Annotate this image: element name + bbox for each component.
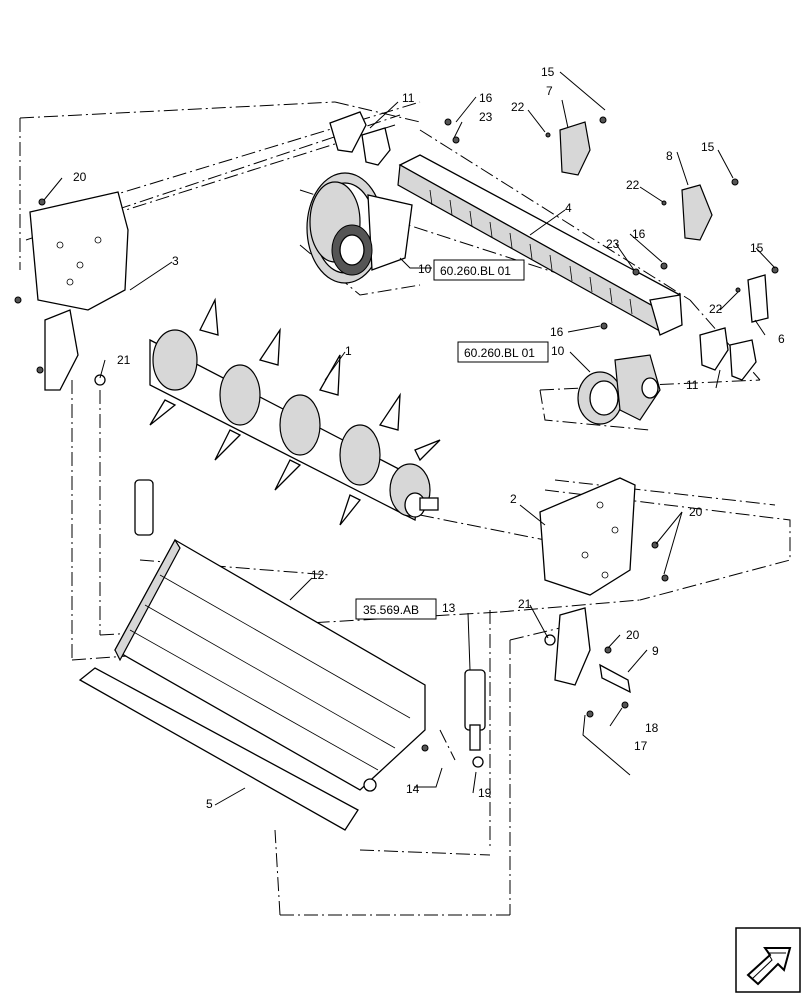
callout-20-lower: 20 xyxy=(626,628,640,642)
callout-5: 5 xyxy=(206,797,213,811)
part-3-side-plate xyxy=(29,191,129,391)
callout-23-top: 23 xyxy=(479,110,493,124)
callout-18: 18 xyxy=(645,721,659,735)
callout-12: 12 xyxy=(311,568,325,582)
callout-17: 17 xyxy=(634,739,648,753)
reference-box-upper[interactable]: 60.260.BL 01 xyxy=(433,259,525,281)
callout-10-lower: 10 xyxy=(551,344,565,358)
callout-2: 2 xyxy=(510,492,517,506)
callout-15-mid: 15 xyxy=(701,140,715,154)
callout-21-left: 21 xyxy=(117,353,131,367)
callout-22-right: 22 xyxy=(709,302,723,316)
callout-22-top: 22 xyxy=(511,100,525,114)
callout-3: 3 xyxy=(172,254,179,268)
reference-box-ab[interactable]: 35.569.AB xyxy=(355,598,437,620)
part-10-drive-lower xyxy=(577,354,661,425)
callout-16-top: 16 xyxy=(479,91,493,105)
part-9-pin xyxy=(599,663,631,694)
left-cylinder xyxy=(134,479,154,536)
callout-6: 6 xyxy=(778,332,785,346)
reference-box-lower[interactable]: 60.260.BL 01 xyxy=(457,341,549,363)
part-10-drive-upper xyxy=(306,172,413,284)
callout-9: 9 xyxy=(652,644,659,658)
callout-11-upper: 11 xyxy=(402,91,415,105)
callout-1: 1 xyxy=(345,344,352,358)
callout-21-right: 21 xyxy=(518,597,532,611)
callout-7: 7 xyxy=(546,84,553,98)
part-1-rotor xyxy=(149,297,441,526)
callout-16-mid: 16 xyxy=(632,227,646,241)
leader-lines xyxy=(43,71,776,806)
callout-16-lower: 16 xyxy=(550,325,564,339)
callout-8: 8 xyxy=(666,149,673,163)
bracket-lower-11 xyxy=(699,327,757,381)
callout-labels: 1 2 3 4 5 6 7 8 9 10 10 11 11 12 13 14 1… xyxy=(73,65,785,811)
part-2-side-plate xyxy=(539,477,636,686)
part-12-cover xyxy=(114,538,426,792)
callout-20-right: 20 xyxy=(689,505,703,519)
part-4-bar xyxy=(397,154,683,336)
bracket-upper-11 xyxy=(329,111,391,166)
small-fasteners xyxy=(14,116,779,768)
callout-4: 4 xyxy=(565,201,572,215)
arrow-nav-icon[interactable] xyxy=(735,927,801,993)
part-13-cylinder xyxy=(464,669,486,751)
callout-20-left: 20 xyxy=(73,170,87,184)
reference-label-lower[interactable]: 60.260.BL 01 xyxy=(464,346,535,360)
callout-13: 13 xyxy=(442,601,456,615)
part-5-strip xyxy=(78,667,359,831)
callout-19: 19 xyxy=(478,786,492,800)
reference-label-upper[interactable]: 60.260.BL 01 xyxy=(440,264,511,278)
callout-14: 14 xyxy=(406,782,420,796)
part-8-plate xyxy=(681,184,713,241)
callout-15-right: 15 xyxy=(750,241,764,255)
reference-label-ab[interactable]: 35.569.AB xyxy=(363,603,419,617)
callout-23-mid: 23 xyxy=(606,237,620,251)
part-7-plate xyxy=(559,121,591,176)
callout-11-lower: 11 xyxy=(686,378,699,392)
part-6-plate xyxy=(747,274,769,323)
callout-15-top: 15 xyxy=(541,65,555,79)
callout-10-upper: 10 xyxy=(418,262,432,276)
callout-22-mid: 22 xyxy=(626,178,640,192)
